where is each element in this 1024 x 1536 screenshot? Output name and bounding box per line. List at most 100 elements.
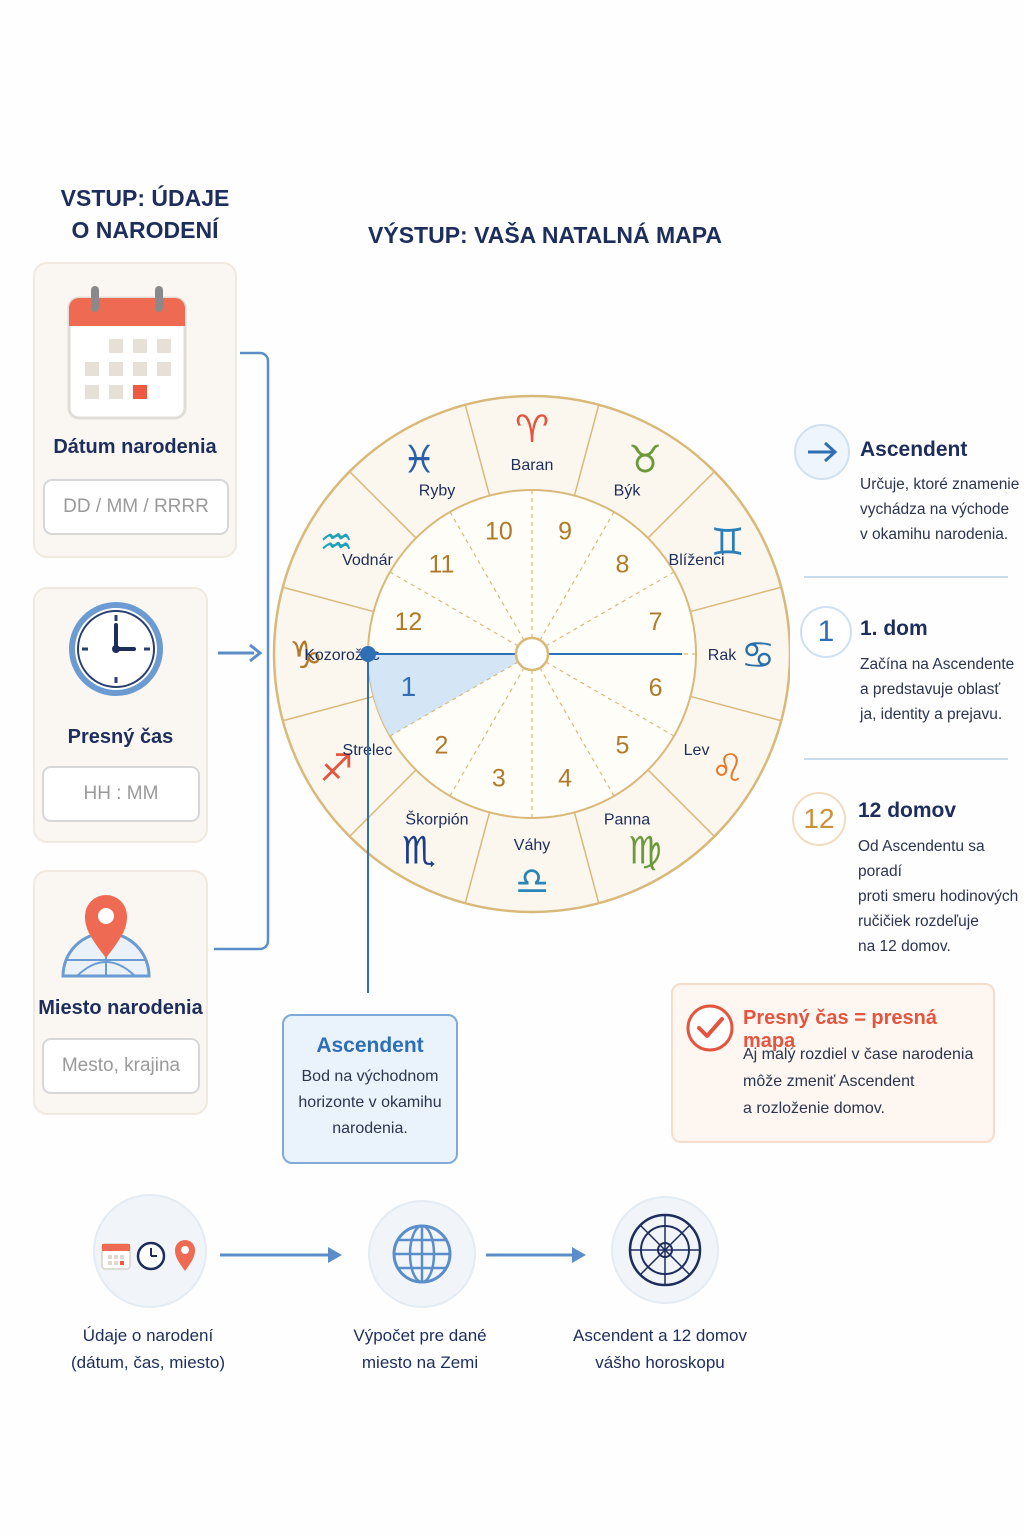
sign-glyph-icon: ♍ [628, 829, 662, 873]
calendar-icon [101, 1243, 131, 1270]
first-house-wedge [368, 654, 532, 736]
sign-label: Lev [684, 742, 710, 759]
ascendant-dot [360, 646, 376, 662]
time-card: Presný čas HH : MM [33, 587, 208, 843]
sign-divider [349, 471, 417, 539]
sign-divider [690, 695, 782, 722]
sign-divider [647, 769, 715, 837]
sign-glyph-icon: ♌ [711, 746, 745, 790]
flow-label-result: Ascendent a 12 domov vášho horoskopu [573, 1326, 747, 1372]
precise-time-text: Aj malý rozdiel v čase narodenia môže zm… [743, 1046, 974, 1117]
date-card: Dátum narodenia DD / MM / RRRR [33, 262, 237, 558]
sign-divider [573, 404, 600, 496]
sign-divider [573, 812, 600, 904]
natal-chart-wheel: ♈ Baran ♉Býk ♊Blíženci ♋Rak ♌Lev ♍Panna ♎ Váhy ♏Š… [272, 394, 790, 993]
house-number: 12 [394, 608, 422, 636]
sign-glyph-icon: ♏ [402, 829, 436, 873]
sign-label: Váhy [514, 837, 550, 854]
precise-time-box: Presný čas = presná mapa Aj malý rozdiel… [671, 983, 995, 1143]
date-field[interactable]: DD / MM / RRRR [43, 479, 229, 535]
info-house-one-text: Začína na Ascendente a predstavuje oblas… [860, 656, 1015, 723]
flow-step-result [611, 1196, 719, 1304]
sign-label: Baran [511, 457, 554, 474]
sign-glyph-icon: ♒ [319, 520, 353, 564]
sign-label: Vodnár [342, 552, 393, 569]
house-number: 6 [649, 674, 663, 702]
house-number: 5 [616, 732, 630, 760]
house-divider [389, 571, 519, 647]
sign-divider [349, 769, 417, 837]
calendar-icon [67, 286, 187, 420]
sign-label: Blíženci [669, 552, 725, 569]
sign-glyph-icon: ♉ [628, 437, 662, 481]
sign-label: Rak [708, 647, 737, 664]
time-field[interactable]: HH : MM [42, 766, 200, 822]
sign-divider [282, 695, 374, 722]
sign-label: Ryby [419, 482, 455, 499]
house-divider [539, 511, 615, 641]
info-house-one-title: 1. dom [860, 617, 928, 640]
flow-label-inputs: Údaje o narodení (dátum, čas, miesto) [71, 1326, 225, 1372]
wheel-center [514, 636, 550, 672]
house-divider [545, 661, 675, 737]
sign-divider [464, 812, 491, 904]
clock-icon [69, 602, 163, 696]
ascendant-box-title: Ascendent [316, 1034, 424, 1057]
output-title: VÝSTUP: VAŠA NATALNÁ MAPA [368, 222, 722, 248]
sign-label: Býk [614, 482, 642, 499]
house-divider [389, 661, 519, 737]
flow-step-inputs [93, 1194, 207, 1308]
sign-glyph-icon: ♋ [741, 633, 775, 677]
place-label: Miesto narodenia [38, 997, 203, 1019]
info-ascendant-text: Určuje, ktoré znamenie vychádza na výcho… [860, 476, 1020, 543]
info-divider [804, 576, 1008, 578]
sign-glyph-icon: ♊ [711, 520, 745, 564]
house-number: 7 [649, 608, 663, 636]
house-one-badge: 1 [800, 606, 852, 658]
info-twelve-houses-title: 12 domov [858, 799, 957, 822]
sign-divider [690, 586, 782, 613]
house-divider [449, 511, 525, 641]
house-number: 1 [401, 671, 417, 702]
info-divider [804, 758, 1008, 760]
input-title: VSTUP: ÚDAJE O NARODENÍ [60, 185, 230, 243]
flow-arrow [486, 1247, 586, 1263]
flow-step-calculation [368, 1200, 476, 1308]
sign-label: Panna [604, 812, 650, 829]
house-number: 3 [492, 765, 506, 793]
sign-glyph-icon: ♓ [402, 437, 436, 481]
location-pin-icon [61, 895, 151, 978]
sign-glyph-icon: ♈ [515, 407, 549, 451]
place-field[interactable]: Mesto, krajina [42, 1038, 200, 1094]
info-ascendant-title: Ascendent [860, 438, 968, 461]
house-number: 4 [558, 765, 572, 793]
house-number: 8 [616, 550, 630, 578]
ascendant-box: Ascendent Bod na východnom horizonte v o… [282, 1014, 458, 1164]
arrow-right-icon [794, 424, 850, 480]
checkmark-icon [686, 1004, 734, 1052]
sign-glyph-icon: ♎ [515, 859, 549, 903]
globe-icon [392, 1224, 452, 1284]
info-twelve-houses-text: Od Ascendentu sa poradí proti smeru hodi… [858, 838, 1019, 955]
time-label: Presný čas [67, 726, 174, 748]
house-divider [449, 667, 525, 797]
date-label: Dátum narodenia [53, 436, 217, 458]
sign-label: Škorpión [405, 810, 468, 829]
house-divider [545, 571, 675, 647]
flow-arrow [220, 1247, 342, 1263]
input-connector [214, 351, 270, 951]
house-number: 10 [485, 517, 513, 545]
house-divider [539, 667, 615, 797]
place-card: Miesto narodenia Mesto, krajina [33, 870, 208, 1115]
chart-wheel-icon [628, 1213, 702, 1287]
sign-glyph-icon: ♐ [319, 746, 353, 790]
sign-glyph-icon: ♑ [289, 633, 323, 677]
twelve-houses-badge: 12 [792, 792, 846, 846]
clock-icon [136, 1241, 166, 1271]
sign-divider [464, 404, 491, 496]
precise-time-title: Presný čas = presná mapa [743, 1007, 938, 1052]
sign-divider [647, 471, 715, 539]
house-number: 11 [429, 550, 455, 578]
sign-divider [282, 586, 374, 613]
house-number: 9 [558, 517, 572, 545]
